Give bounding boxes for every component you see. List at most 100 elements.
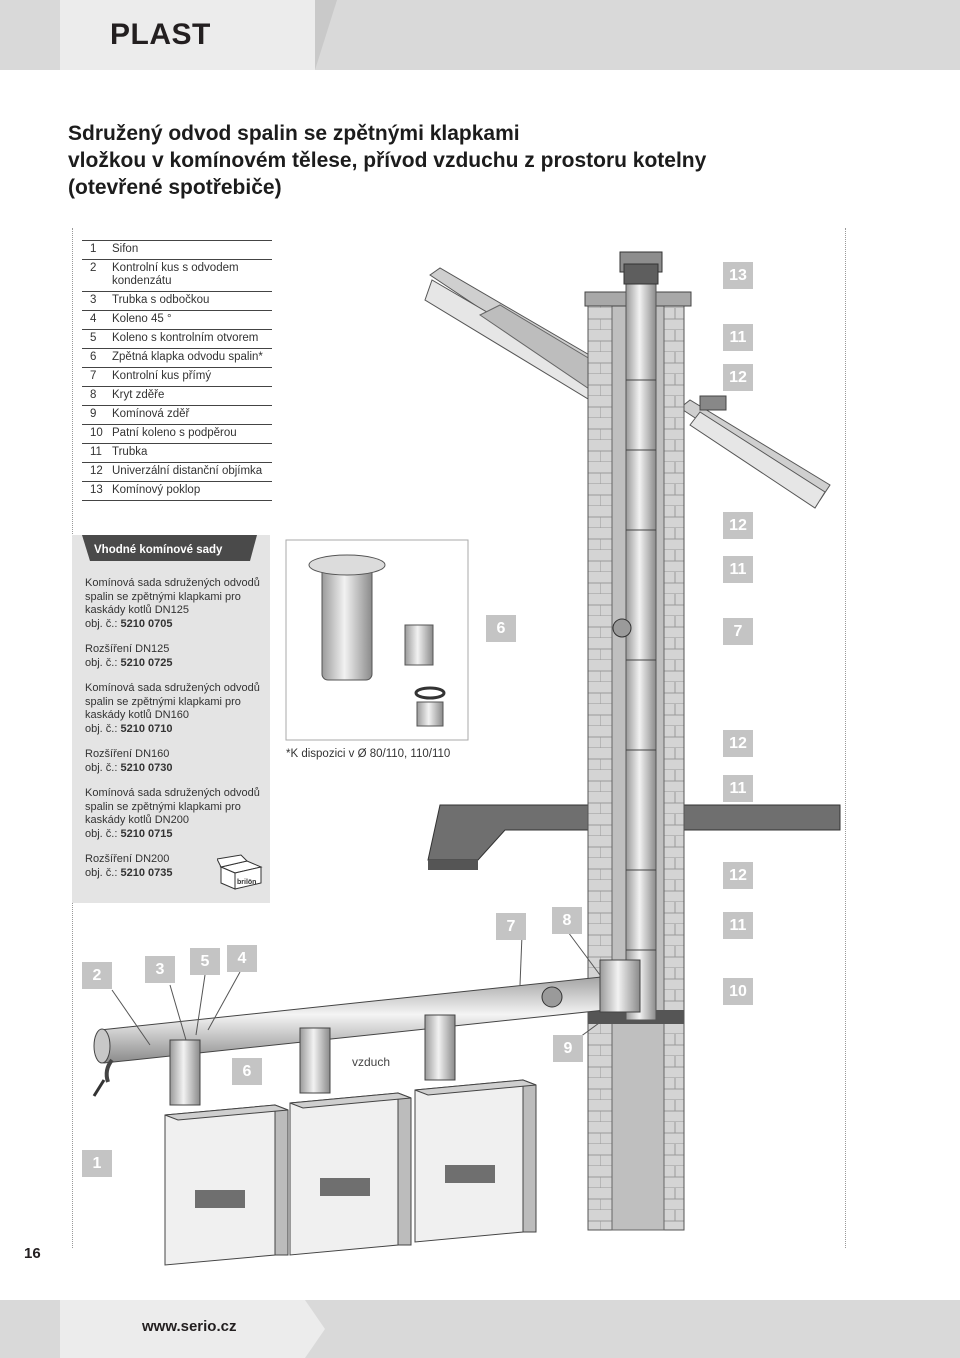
- parts-list-item: 3 Trubka s odbočkou: [82, 292, 272, 311]
- callout-12: 12: [723, 364, 753, 391]
- callout-12: 12: [723, 862, 753, 889]
- callout-10: 10: [723, 978, 753, 1005]
- ceiling-slab: [427, 804, 841, 870]
- part-number: 13: [90, 484, 103, 496]
- kit-order: obj. č.: 5210 0715: [85, 828, 270, 842]
- part-label: Koleno s kontrolním otvorem: [112, 332, 259, 344]
- callout-7: 7: [723, 618, 753, 645]
- kit-order-prefix: obj. č.:: [85, 827, 121, 840]
- part-number: 11: [90, 446, 102, 458]
- callout-8: 8: [552, 907, 582, 934]
- kit-order-prefix: obj. č.:: [85, 722, 121, 735]
- kits-heading: Vhodné komínové sady: [94, 544, 223, 556]
- part-number: 2: [90, 262, 97, 274]
- parts-list-item: 9 Komínová zděř: [82, 406, 272, 425]
- kit-name: Rozšíření DN160: [85, 748, 170, 760]
- part-number: 7: [90, 370, 97, 382]
- header-tab: [60, 0, 315, 70]
- callout-5: 5: [190, 948, 220, 975]
- flue-pipe: [612, 251, 663, 1021]
- callout-6: 6: [486, 615, 516, 642]
- callout-1: 1: [82, 1150, 112, 1177]
- part-number: 3: [90, 294, 97, 306]
- parts-list-item: 7 Kontrolní kus přímý: [82, 368, 272, 387]
- box-icon: brilön: [217, 854, 263, 890]
- part-label: Kontrolní kus přímý: [112, 370, 212, 382]
- parts-list: 1 Sifon 2 Kontrolní kus s odvodem kondenzá…: [82, 240, 272, 501]
- part-label: Kryt zděře: [112, 389, 165, 401]
- part-label: Patní koleno s podpěrou: [112, 427, 237, 439]
- part-label: Trubka: [112, 446, 148, 458]
- kit-order-prefix: obj. č.:: [85, 761, 121, 774]
- callout-6: 6: [232, 1058, 262, 1085]
- part-label: Trubka s odbočkou: [112, 294, 210, 306]
- kit-order: obj. č.: 5210 0705: [85, 618, 270, 632]
- kit-order: obj. č.: 5210 0730: [85, 762, 270, 776]
- callout-13: 13: [723, 262, 753, 289]
- availability-footnote: *K dispozici v Ø 80/110, 110/110: [286, 748, 451, 760]
- boiler-2: [289, 1092, 412, 1256]
- part-number: 9: [90, 408, 97, 420]
- part-number: 4: [90, 313, 97, 325]
- callout-12: 12: [723, 512, 753, 539]
- kit-name: Komínová sada sdružených odvodů spalin s…: [85, 787, 260, 826]
- part-number: 12: [90, 465, 103, 477]
- part-label: Sifon: [112, 243, 139, 255]
- kit-item: Komínová sada sdružených odvodů spalin s…: [85, 577, 270, 631]
- kit-order-number: 5210 0705: [120, 617, 173, 630]
- kits-list: Komínová sada sdružených odvodů spalin s…: [85, 577, 270, 892]
- callout-7: 7: [496, 913, 526, 940]
- footer-url-link[interactable]: www.serio.cz: [142, 1318, 237, 1335]
- footer-tab-arrow: [305, 1300, 325, 1358]
- kit-order: obj. č.: 5210 0725: [85, 657, 270, 671]
- kit-order-number: 5210 0730: [120, 761, 173, 774]
- part-label: Kontrolní kus s odvodem kondenzátu: [112, 262, 239, 287]
- callout-2: 2: [82, 962, 112, 989]
- callout-11: 11: [723, 324, 753, 351]
- dotted-guide-right: [845, 228, 846, 1248]
- boiler-1: [164, 1104, 289, 1266]
- part-label: Komínová zděř: [112, 408, 190, 420]
- boiler-3: [414, 1079, 537, 1243]
- air-label: vzduch: [352, 1055, 391, 1069]
- parts-list-item: 6 Zpětná klapka odvodu spalin*: [82, 349, 272, 368]
- callout-11: 11: [723, 556, 753, 583]
- title-line-2: vložkou v komínovém tělese, přívod vzduc…: [68, 149, 707, 172]
- kit-name: Komínová sada sdružených odvodů spalin s…: [85, 682, 260, 721]
- part-number: 6: [90, 351, 97, 363]
- callout-4: 4: [227, 945, 257, 972]
- parts-list-item: 1 Sifon: [82, 241, 272, 260]
- callout-3: 3: [145, 956, 175, 983]
- parts-list-item: 11 Trubka: [82, 444, 272, 463]
- kit-order-prefix: obj. č.:: [85, 656, 121, 669]
- kits-tab-shape: [82, 535, 257, 561]
- callout-11: 11: [723, 912, 753, 939]
- kit-order-prefix: obj. č.:: [85, 866, 121, 879]
- kit-order: obj. č.: 5210 0710: [85, 723, 270, 737]
- part-label: Komínový poklop: [112, 484, 201, 496]
- kit-name: Rozšíření DN125: [85, 643, 170, 655]
- kit-item: Rozšíření DN200 obj. č.: 5210 0735: [85, 853, 270, 880]
- kit-order: obj. č.: 5210 0735: [85, 867, 270, 881]
- kit-order-number: 5210 0725: [120, 656, 173, 669]
- cascade-manifold: [92, 959, 641, 1106]
- roof: [424, 267, 831, 509]
- part-number: 10: [90, 427, 103, 439]
- kit-name: Komínová sada sdružených odvodů spalin s…: [85, 577, 260, 616]
- kit-detail-figure: [285, 539, 469, 741]
- kit-order-prefix: obj. č.:: [85, 617, 121, 630]
- parts-list-item: 2 Kontrolní kus s odvodem kondenzátu: [82, 260, 272, 292]
- kit-name: Rozšíření DN200: [85, 853, 170, 865]
- part-label: Zpětná klapka odvodu spalin*: [112, 351, 263, 363]
- part-number: 1: [90, 243, 97, 255]
- callout-9: 9: [553, 1035, 583, 1062]
- header-tab-edge: [315, 0, 337, 70]
- kit-item: Komínová sada sdružených odvodů spalin s…: [85, 682, 270, 736]
